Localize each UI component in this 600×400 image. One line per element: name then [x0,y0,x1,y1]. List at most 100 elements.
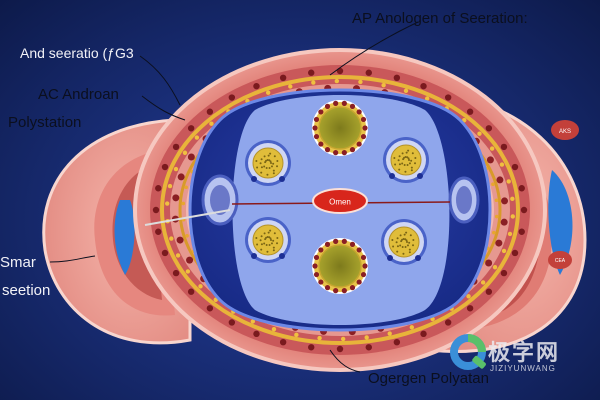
small-cell-granule [266,159,269,162]
yellow-dot [334,78,340,84]
label-top-right: AP Anologen of Seeration: [352,10,528,27]
label-left-bottom-1: Smar [0,254,36,271]
yellow-dot [510,196,515,202]
yellow-dot [507,231,513,237]
muscle-dot [393,74,401,82]
small-cell-granule [263,155,266,158]
cell-ring-dot [318,109,324,115]
small-cell-granule [408,162,411,165]
small-cell-granule [260,158,263,161]
muscle-dot [152,206,160,214]
muscle-dot [308,69,315,76]
small-cell-granule [410,166,413,169]
small-cell-granule [399,244,402,247]
cell-ring-dot [349,147,356,153]
yellow-dot [381,82,386,88]
yellow-dot [182,150,188,155]
small-cell-granule [409,234,412,237]
small-cell-dot [389,173,395,179]
cell-ring-dot [333,238,339,244]
yellow-dot [198,284,203,289]
inner-yellow-dot [181,201,186,206]
yellow-dot [466,294,471,299]
muscle-dot [206,305,214,312]
muscle-dot [155,185,162,192]
yellow-dot [167,183,173,189]
cell-ring-dot [313,254,320,261]
cell-ring-dot [362,125,368,131]
mucosa-dot [496,176,504,184]
small-cell-core [388,226,420,258]
logo-q-icon [450,334,486,370]
small-cell-granule [398,155,401,158]
muscle-dot [279,74,287,82]
muscle-dot [253,82,260,90]
small-cell-granule [400,240,403,243]
big-cells [312,100,368,294]
cell-ring-dot [349,285,356,291]
muscle-dot [511,163,519,171]
small-cell-granule [256,243,259,246]
small-cell-granule [401,246,404,249]
small-cell-core [252,147,284,179]
yellow-dot [165,201,170,206]
small-cell-granule [405,231,408,234]
inner-yellow-dot [494,214,499,219]
small-cell-granule [410,159,413,162]
yellow-dot [510,214,515,219]
red-lump-2-label: CEA [555,258,566,264]
cell-ring-dot [333,288,339,294]
mucosa-dot [486,156,494,164]
cell-ring-dot [360,254,367,261]
yellow-dot [265,90,271,95]
muscle-dot [466,108,474,115]
small-cell-granule [396,237,399,240]
yellow-dot [175,253,181,258]
yellow-dot [424,96,430,101]
small-cell-granule [408,251,411,254]
muscle-dot [187,125,195,132]
muscle-dot [485,125,493,132]
muscle-dot [466,305,474,312]
small-cell-granule [276,165,279,168]
watermark-subtitle: JIZIYUNWANG [490,364,556,373]
muscle-dot [365,69,372,76]
muscle-dot [279,338,287,346]
muscle-dot [485,288,493,295]
small-cell-granule [260,248,263,251]
yellow-dot [185,269,191,274]
small-cell-dot [417,173,423,179]
small-cell-granule [267,154,270,157]
label-top-left: And seeratio (ƒG3 [20,45,134,61]
small-cell-granule [266,236,269,239]
inner-yellow-dot [491,182,495,186]
cell-ring-dot [356,141,362,147]
small-cell-granule [265,244,268,247]
cell-ring-dot [324,103,331,109]
cell-ring-dot [318,279,324,285]
muscle-dot [228,319,236,326]
yellow-dot [409,325,415,330]
small-cell-granule [405,151,408,154]
label-left-1: AC Androan [38,86,119,103]
small-cell-granule [402,252,405,255]
small-cell-granule [268,159,271,162]
mucosa-dot [172,194,180,202]
small-cell-granule [267,231,270,234]
cell-ring-dot [349,241,356,247]
cell-ring-dot [313,116,320,123]
small-cell-granule [404,238,407,241]
pointer-left-bottom [49,255,96,263]
small-cell-granule [260,171,263,174]
cell-ring-dot [349,103,356,109]
left-side-cell-core [210,185,230,215]
small-cell-granule [395,241,398,244]
small-cell-granule [272,172,275,175]
yellow-dot [250,319,256,324]
cell-ring-dot [318,141,324,147]
muscle-dot [172,143,180,151]
cell-ring-dot [318,247,324,253]
small-cell-granule [266,250,269,253]
small-cell-granule [402,158,405,161]
